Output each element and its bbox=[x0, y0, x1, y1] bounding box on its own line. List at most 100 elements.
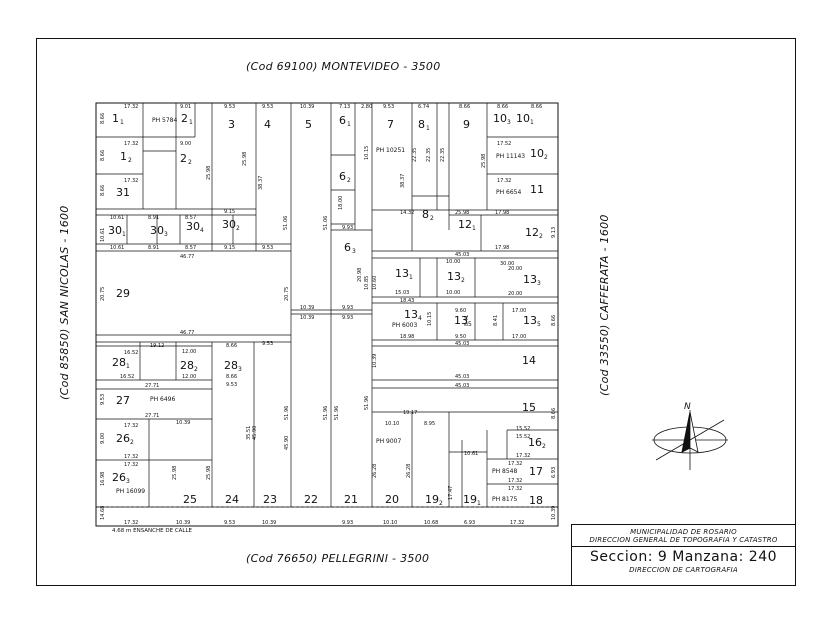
dimension: 45.03 bbox=[455, 252, 469, 258]
dimension: 17.32 bbox=[510, 520, 524, 526]
lot-sub: 1 bbox=[530, 119, 534, 126]
lot-sub: 1 bbox=[409, 274, 413, 281]
lot-number: 18 bbox=[529, 494, 543, 507]
lot-sub: 3 bbox=[164, 231, 168, 238]
lot-number: 12 bbox=[525, 226, 539, 239]
lot-sub: 4 bbox=[200, 227, 204, 234]
dimension: 8.57 bbox=[185, 245, 196, 251]
dimension: 17.32 bbox=[124, 423, 138, 429]
dimension: 17.32 bbox=[124, 520, 138, 526]
lot-number: 2 bbox=[180, 152, 187, 165]
dimension: 10.60 bbox=[372, 276, 378, 290]
lot-sub: 3 bbox=[238, 366, 242, 373]
lot-sub: 3 bbox=[537, 280, 541, 287]
lot-numbers: 1 1 1 2 31 2 1 2 2 3 4 5 6 1 6 2 6 3 7 8… bbox=[108, 112, 548, 507]
dimension: 8.66 bbox=[100, 150, 106, 161]
lot-sub: 5 bbox=[537, 321, 541, 328]
dimension: 8.66 bbox=[551, 408, 557, 419]
lot-sub: 2 bbox=[539, 233, 543, 240]
lot-number: 14 bbox=[522, 354, 536, 367]
lot-number: 27 bbox=[116, 394, 130, 407]
dimension: 10.39 bbox=[176, 420, 190, 426]
dimension: 10.39 bbox=[372, 354, 378, 368]
dimension: 20.00 bbox=[508, 291, 522, 297]
title-block: MUNICIPALIDAD DE ROSARIO DIRECCION GENER… bbox=[571, 524, 796, 586]
dimension: 10.68 bbox=[424, 520, 438, 526]
ph-label: PH 6003 bbox=[392, 322, 417, 329]
dimension: 9.53 bbox=[224, 104, 235, 110]
dimension: 27.71 bbox=[145, 383, 159, 389]
lot-number: 10 bbox=[530, 147, 544, 160]
lot-sub: 4 bbox=[418, 315, 422, 322]
dimension: 51.96 bbox=[334, 406, 340, 420]
dimension: 51.06 bbox=[323, 216, 329, 230]
dimension: 10.39 bbox=[551, 506, 557, 520]
dimension: 14.68 bbox=[100, 506, 106, 520]
dimension: 9.53 bbox=[262, 245, 273, 251]
dimension: 8.41 bbox=[464, 315, 470, 326]
dimension: 7.13 bbox=[339, 104, 350, 110]
dimension: 45.03 bbox=[455, 341, 469, 347]
lot-sub: 3 bbox=[352, 248, 356, 255]
map-frame bbox=[36, 38, 796, 586]
dimension: 8.66 bbox=[100, 185, 106, 196]
lot-number: 12 bbox=[458, 218, 472, 231]
dimension: 45.90 bbox=[252, 426, 258, 440]
dimension: 19.12 bbox=[150, 343, 164, 349]
lot-sub: 2 bbox=[188, 159, 192, 166]
dimension: 51.06 bbox=[283, 216, 289, 230]
lot-sub: 1 bbox=[347, 121, 351, 128]
lot-number: 6 bbox=[339, 114, 346, 127]
lot-number: 28 bbox=[112, 356, 126, 369]
dimension: 10.10 bbox=[383, 520, 397, 526]
dimension: 10.39 bbox=[262, 520, 276, 526]
dimension: 9.00 bbox=[100, 433, 106, 444]
dimension: 17.32 bbox=[508, 478, 522, 484]
lot-number: 29 bbox=[116, 287, 130, 300]
dimension: 17.32 bbox=[124, 462, 138, 468]
dimension: 17.32 bbox=[508, 461, 522, 467]
dimension: 25.98 bbox=[172, 466, 178, 480]
lot-sub: 2 bbox=[542, 443, 546, 450]
dimension: 16.98 bbox=[100, 472, 106, 486]
dimension: 10.00 bbox=[446, 290, 460, 296]
lot-number: 6 bbox=[339, 170, 346, 183]
lot-number: 26 bbox=[112, 471, 126, 484]
dimension: 17.52 bbox=[497, 141, 511, 147]
lot-number: 8 bbox=[422, 208, 429, 221]
dimension: 8.91 bbox=[148, 215, 159, 221]
lot-number: 31 bbox=[116, 186, 130, 199]
dimension: 10.61 bbox=[110, 215, 124, 221]
dimension: 22.35 bbox=[426, 148, 432, 162]
dimension: 9.53 bbox=[383, 104, 394, 110]
lot-number: 9 bbox=[463, 118, 470, 131]
lot-number: 20 bbox=[385, 493, 399, 506]
ph-label: PH 11143 bbox=[496, 153, 525, 160]
dimension: 51.96 bbox=[284, 406, 290, 420]
ph-label: PH 16099 bbox=[116, 488, 145, 495]
ph-label: PH 8175 bbox=[492, 496, 517, 503]
lot-number: 8 bbox=[418, 118, 425, 131]
dimension: 17.98 bbox=[495, 245, 509, 251]
lot-number: 13 bbox=[523, 273, 537, 286]
lot-sub: 2 bbox=[544, 154, 548, 161]
lot-number: 13 bbox=[523, 314, 537, 327]
dimension: 15.52 bbox=[516, 426, 530, 432]
lot-number: 28 bbox=[224, 359, 238, 372]
dimension: 10.39 bbox=[300, 305, 314, 311]
ph-label: PH 6654 bbox=[496, 189, 521, 196]
dimension: 26.28 bbox=[406, 464, 412, 478]
dimension: 10.39 bbox=[176, 520, 190, 526]
lot-sub: 1 bbox=[477, 500, 481, 507]
dimension: 9.13 bbox=[551, 227, 557, 238]
dimension: 9.53 bbox=[262, 341, 273, 347]
lot-sub: 1 bbox=[189, 119, 193, 126]
dimension: 38.37 bbox=[400, 174, 406, 188]
lot-number: 10 bbox=[516, 112, 530, 125]
dimension: 51.96 bbox=[364, 396, 370, 410]
lot-sub: 2 bbox=[236, 225, 240, 232]
dimension: 17.32 bbox=[124, 454, 138, 460]
lot-sub: 2 bbox=[461, 277, 465, 284]
dimension: 19.17 bbox=[403, 410, 417, 416]
street-label-north: (Cod 69100) MONTEVIDEO - 3500 bbox=[246, 60, 441, 73]
